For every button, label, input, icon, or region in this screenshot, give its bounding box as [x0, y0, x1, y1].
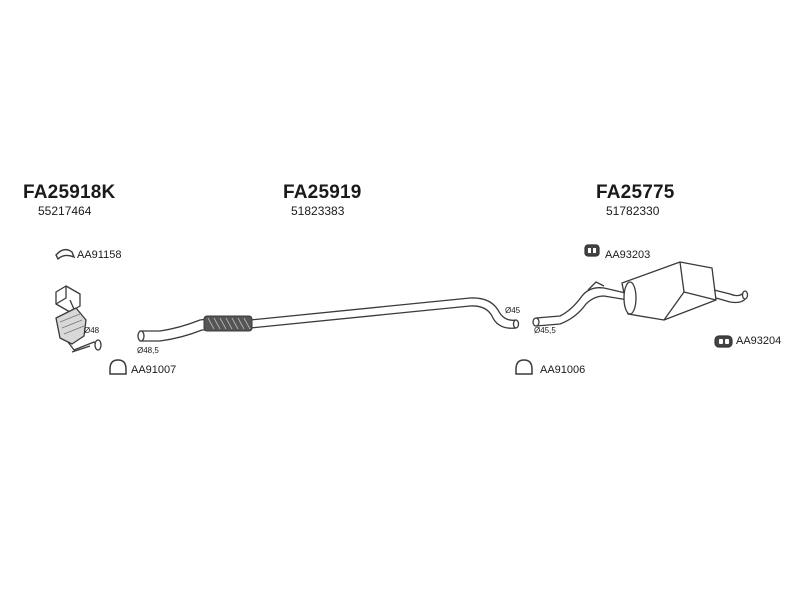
- diameter-catalyst: Ø48: [84, 326, 100, 335]
- diameter-middle-outlet: Ø45: [505, 306, 521, 315]
- part-number-catalyst: 55217464: [38, 204, 92, 218]
- rubber-mount-icon: [584, 244, 600, 257]
- diameter-rear-inlet: Ø45,5: [534, 326, 556, 335]
- accessory-code-1: AA91158: [77, 249, 122, 261]
- accessory-code-5: AA93204: [736, 335, 782, 347]
- part-number-middle-pipe: 51823383: [291, 204, 345, 218]
- part-number-rear-silencer: 51782330: [606, 204, 660, 218]
- accessory-code-2: AA91007: [131, 364, 177, 376]
- accessory-code-3: AA91006: [540, 364, 586, 376]
- clamp-icon: [109, 359, 127, 375]
- catalytic-converter-drawing: [55, 285, 102, 353]
- part-code-catalyst: FA25918K: [23, 182, 116, 203]
- hanger-icon: [55, 248, 76, 261]
- diameter-middle-inlet: Ø48,5: [137, 346, 159, 355]
- part-code-middle-pipe: FA25919: [283, 182, 362, 203]
- accessory-code-4: AA93203: [605, 249, 651, 261]
- clamp-icon-2: [515, 359, 533, 375]
- rubber-ring-icon: [714, 335, 733, 348]
- rear-silencer-drawing: [532, 261, 749, 327]
- flex-joint-drawing: [203, 315, 253, 332]
- part-code-rear-silencer: FA25775: [596, 182, 675, 203]
- middle-pipe-drawing: [137, 297, 520, 342]
